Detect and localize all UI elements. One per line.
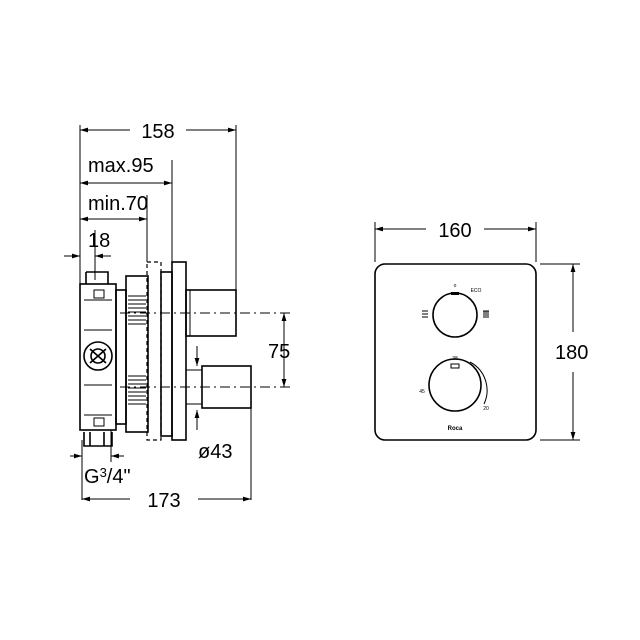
thermostat-scale-arc	[469, 361, 488, 405]
diverter-label-dot: o	[454, 283, 457, 289]
front-view: 160 180 o ECO 38 45 20 Roca	[374, 220, 588, 441]
temp-label-38: 38	[452, 356, 458, 362]
dim-label-75: 75	[268, 341, 290, 363]
cartridge-threads-lower	[128, 375, 146, 405]
dim-label-160: 160	[438, 220, 471, 242]
cartridge-collar	[115, 289, 127, 425]
inlet-connection-cross	[89, 348, 107, 364]
inlet-connection-inner	[90, 348, 106, 364]
brand-logo: Roca	[448, 426, 463, 432]
face-plate-side	[171, 261, 187, 441]
temp-label-20: 20	[483, 406, 489, 412]
shower-right-icon	[483, 310, 489, 318]
cartridge-threads-upper	[128, 295, 146, 325]
dim-label-max95: max.95	[88, 155, 154, 177]
dim-label-min70: min.70	[88, 193, 148, 215]
faceplate-outline	[374, 263, 537, 441]
mounting-flange	[160, 271, 173, 437]
thermostat-knob	[428, 358, 482, 412]
top-inlet-fitting	[85, 271, 109, 284]
body-detail-slot-bottom	[93, 417, 105, 427]
temp-label-45: 45	[419, 389, 425, 395]
bottom-inlet-fitting	[83, 432, 113, 447]
dim-label-g34: G3/4"	[84, 465, 131, 488]
body-detail-slot-top	[93, 289, 105, 299]
shower-left-icon	[422, 310, 428, 318]
extension-sleeve-dashed	[146, 261, 162, 441]
side-view: 158 max.95 min.70 18	[64, 121, 290, 512]
dim-label-173: 173	[147, 490, 180, 512]
diverter-label-eco: ECO	[471, 288, 482, 294]
dim-label-158: 158	[141, 121, 174, 143]
diverter-knob	[432, 292, 478, 338]
diverter-knob-indicator	[451, 292, 459, 295]
inlet-connection-circle	[83, 341, 113, 371]
thermostat-knob-indicator	[450, 363, 460, 369]
dim-label-180: 180	[555, 342, 588, 364]
dim-label-18: 18	[88, 230, 110, 252]
dim-label-43: ø43	[198, 441, 232, 463]
cartridge-body	[125, 275, 149, 433]
